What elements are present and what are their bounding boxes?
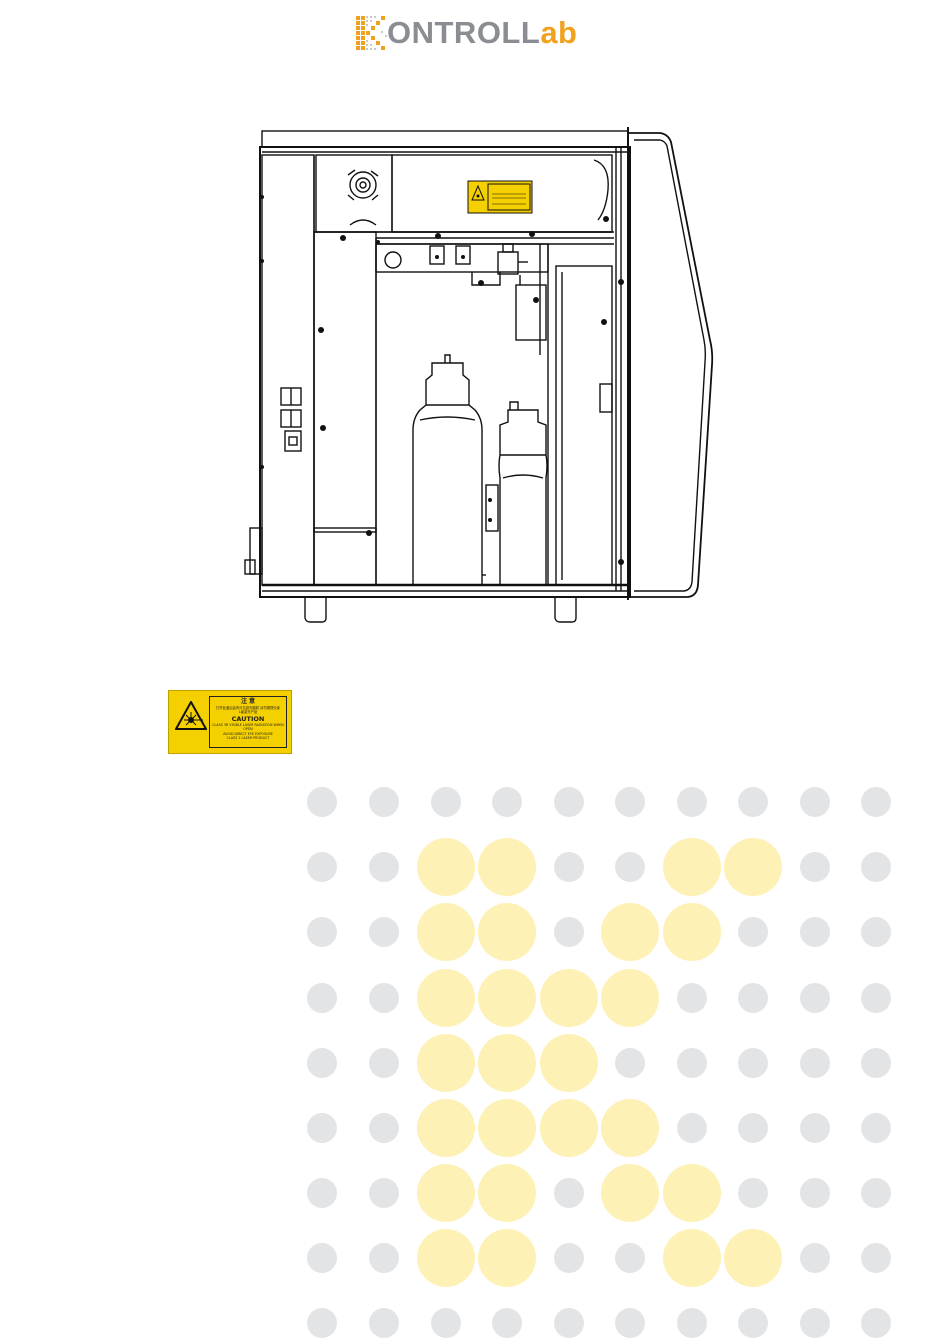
dot-large [540, 1099, 598, 1157]
dot-small [800, 917, 830, 947]
dot-large [540, 1034, 598, 1092]
dot-small [554, 1308, 584, 1338]
dot-small [307, 917, 337, 947]
dot-small [738, 983, 768, 1013]
dot-small [554, 852, 584, 882]
dot-large [724, 838, 782, 896]
dot-small [861, 1178, 891, 1208]
dot-small [307, 1048, 337, 1078]
dot-large [417, 903, 475, 961]
dot-small [431, 1308, 461, 1338]
dot-small [615, 787, 645, 817]
dot-small [615, 1243, 645, 1273]
dot-small [677, 1113, 707, 1143]
dot-small [369, 1308, 399, 1338]
dot-small [369, 1048, 399, 1078]
dot-small [861, 917, 891, 947]
dot-small [861, 852, 891, 882]
dot-large [478, 838, 536, 896]
dot-large [478, 903, 536, 961]
dot-small [861, 983, 891, 1013]
dot-small [800, 1113, 830, 1143]
dot-small [307, 1243, 337, 1273]
dot-small [554, 787, 584, 817]
dot-small [369, 1178, 399, 1208]
dot-large [540, 969, 598, 1027]
dot-small [677, 1048, 707, 1078]
dot-small [307, 852, 337, 882]
dot-small [307, 983, 337, 1013]
dot-large [724, 1229, 782, 1287]
dot-large [663, 838, 721, 896]
dot-large [478, 969, 536, 1027]
dot-large [663, 1229, 721, 1287]
dot-large [417, 1034, 475, 1092]
dot-small [800, 787, 830, 817]
dot-small [369, 1113, 399, 1143]
dot-large [417, 1164, 475, 1222]
dot-large [601, 1099, 659, 1157]
dot-small [369, 787, 399, 817]
dot-small [861, 1243, 891, 1273]
dot-small [861, 787, 891, 817]
dot-small [800, 983, 830, 1013]
dot-large [601, 903, 659, 961]
dot-large [417, 969, 475, 1027]
dot-large [478, 1034, 536, 1092]
dot-small [554, 1178, 584, 1208]
dot-small [800, 1178, 830, 1208]
dot-small [307, 1113, 337, 1143]
dot-large [417, 1099, 475, 1157]
dot-small [800, 1048, 830, 1078]
dot-small [677, 787, 707, 817]
dot-large [417, 838, 475, 896]
dot-small [738, 787, 768, 817]
dot-large [478, 1164, 536, 1222]
dot-small [492, 787, 522, 817]
dot-small [738, 1308, 768, 1338]
dot-small [800, 1308, 830, 1338]
dot-large [478, 1099, 536, 1157]
dot-small [861, 1308, 891, 1338]
dot-small [307, 1178, 337, 1208]
dot-large [417, 1229, 475, 1287]
dot-small [615, 852, 645, 882]
dot-small [554, 917, 584, 947]
dot-small [492, 1308, 522, 1338]
dot-small [369, 1243, 399, 1273]
dot-small [369, 983, 399, 1013]
dot-small [738, 917, 768, 947]
dot-small [738, 1113, 768, 1143]
dot-small [800, 852, 830, 882]
dot-small [369, 852, 399, 882]
dot-small [554, 1243, 584, 1273]
dot-small [369, 917, 399, 947]
dot-small [615, 1308, 645, 1338]
dot-small [800, 1243, 830, 1273]
dot-small [677, 983, 707, 1013]
dot-large [601, 1164, 659, 1222]
dot-small [738, 1178, 768, 1208]
dot-small [861, 1113, 891, 1143]
dot-large [478, 1229, 536, 1287]
dot-small [861, 1048, 891, 1078]
dot-small [431, 787, 461, 817]
dot-small [307, 1308, 337, 1338]
dot-small [615, 1048, 645, 1078]
dot-large [663, 903, 721, 961]
dot-small [307, 787, 337, 817]
dot-large [601, 969, 659, 1027]
dot-small [677, 1308, 707, 1338]
dot-large [663, 1164, 721, 1222]
dot-small [738, 1048, 768, 1078]
